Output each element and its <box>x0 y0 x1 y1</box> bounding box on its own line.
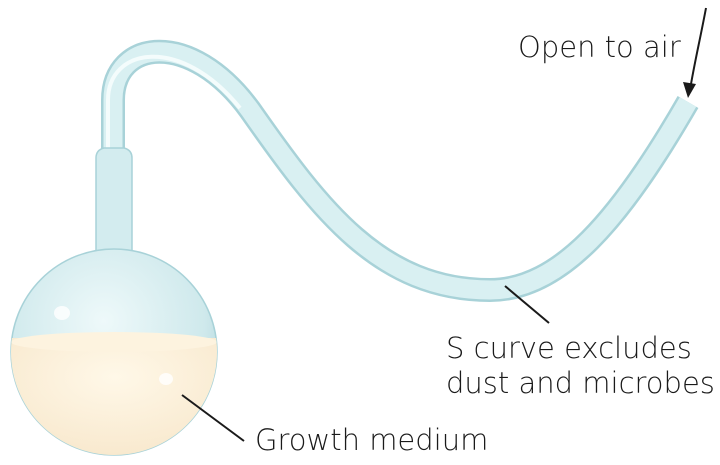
s-curve-tube <box>103 42 697 300</box>
growth-medium-label: Growth medium <box>255 423 489 457</box>
growth-medium-leader-line <box>181 394 245 442</box>
s-curve-tube-edge <box>101 39 699 303</box>
open-to-air-arrow <box>689 7 707 91</box>
arrow-head-icon <box>683 82 696 98</box>
tube-highlight <box>106 54 242 150</box>
open-to-air-label: Open to air <box>518 30 681 64</box>
s-curve-label-line2: dust and microbes <box>446 366 715 400</box>
flask-neck <box>95 147 133 259</box>
s-curve-leader-line <box>504 285 550 324</box>
growth-medium-liquid <box>11 338 217 455</box>
s-curve-label-line1: S curve excludes <box>446 331 692 365</box>
